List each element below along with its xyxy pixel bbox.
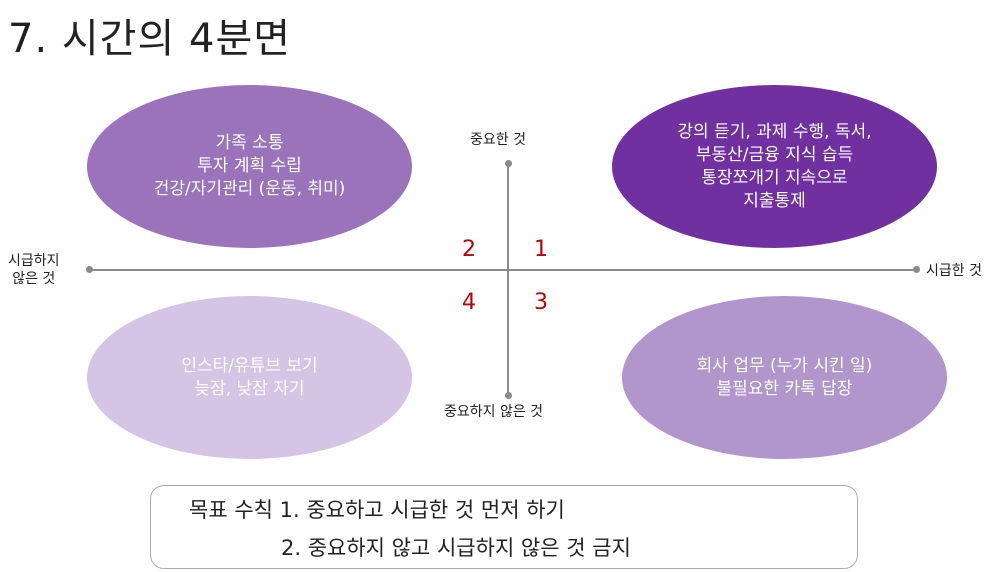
quadrant-2-line: 투자 계획 수립 — [197, 156, 302, 176]
quadrant-1-line: 부동산/금융 지식 습득 — [695, 144, 854, 165]
axis-endpoint-left — [86, 266, 93, 273]
quadrant-1-line: 강의 듣기, 과제 수행, 독서, — [677, 121, 872, 142]
quadrant-4-line: 늦잠, 낮잠 자기 — [194, 378, 305, 399]
quadrant-2-line: 가족 소통 — [215, 133, 284, 153]
quadrant-number-1: 1 — [534, 237, 548, 262]
quadrant-1-line: 지출통제 — [743, 190, 806, 211]
axis-label-not-urgent-line2: 않은 것 — [12, 271, 56, 287]
goal-rule-1: 목표 수칙 1. 중요하고 시급한 것 먼저 하기 — [189, 498, 565, 522]
quadrant-1-line: 통장쪼개기 지속으로 — [701, 167, 848, 188]
axis-label-not-urgent: 시급하지 않은 것 — [8, 252, 60, 288]
quadrant-number-3: 3 — [534, 290, 548, 315]
quadrant-4-line: 인스타/유튜브 보기 — [181, 355, 318, 376]
quadrant-2-text: 가족 소통 투자 계획 수립 건강/자기관리 (운동, 취미) — [154, 132, 346, 201]
axis-label-important: 중요한 것 — [470, 132, 526, 148]
axis-label-urgent: 시급한 것 — [926, 263, 982, 279]
quadrant-2-line: 건강/자기관리 (운동, 취미) — [153, 179, 346, 199]
quadrant-4-ellipse: 인스타/유튜브 보기 늦잠, 낮잠 자기 — [87, 296, 412, 459]
quadrant-number-2: 2 — [462, 237, 476, 262]
quadrant-number-4: 4 — [462, 290, 476, 315]
quadrant-3-line: 불필요한 카톡 답장 — [716, 378, 853, 399]
quadrant-3-line: 회사 업무 (누가 시킨 일) — [696, 355, 873, 376]
quadrant-1-ellipse: 강의 듣기, 과제 수행, 독서, 부동산/금융 지식 습득 통장쪼개기 지속으… — [612, 85, 937, 248]
axis-label-not-important: 중요하지 않은 것 — [444, 404, 544, 420]
quadrant-4-text: 인스타/유튜브 보기 늦잠, 낮잠 자기 — [181, 355, 317, 401]
vertical-axis — [507, 163, 509, 396]
page-title: 7. 시간의 4분면 — [8, 16, 292, 62]
horizontal-axis — [89, 269, 917, 271]
axis-endpoint-right — [913, 266, 920, 273]
quadrant-3-ellipse: 회사 업무 (누가 시킨 일) 불필요한 카톡 답장 — [622, 296, 947, 459]
axis-label-not-urgent-line1: 시급하지 — [8, 253, 60, 269]
quadrant-3-text: 회사 업무 (누가 시킨 일) 불필요한 카톡 답장 — [697, 355, 873, 401]
quadrant-1-text: 강의 듣기, 과제 수행, 독서, 부동산/금융 지식 습득 통장쪼개기 지속으… — [677, 121, 871, 213]
quadrant-2-ellipse: 가족 소통 투자 계획 수립 건강/자기관리 (운동, 취미) — [87, 85, 412, 248]
axis-endpoint-bottom — [505, 392, 512, 399]
goal-rule-2: 2. 중요하지 않고 시급하지 않은 것 금지 — [281, 536, 631, 560]
axis-endpoint-top — [505, 160, 512, 167]
goal-rules-box: 목표 수칙 1. 중요하고 시급한 것 먼저 하기 2. 중요하지 않고 시급하… — [150, 485, 858, 569]
